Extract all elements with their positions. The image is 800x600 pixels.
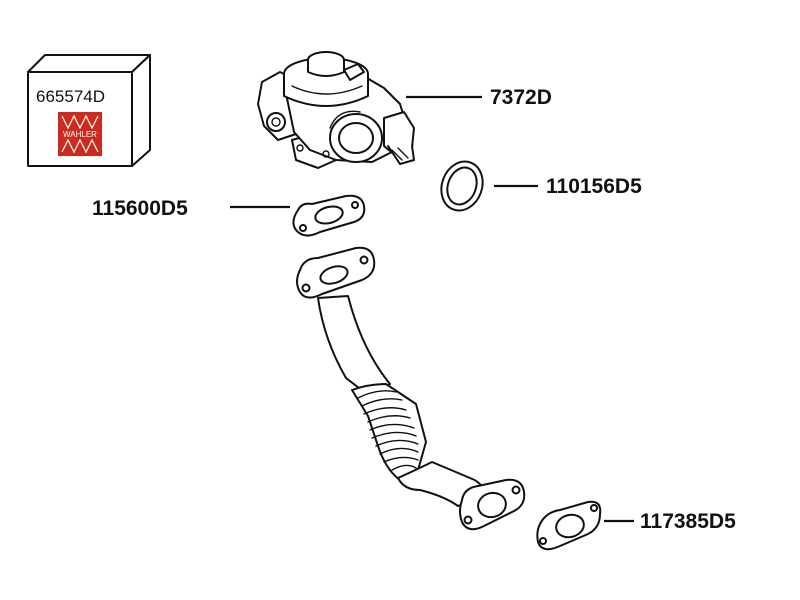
egr-valve — [257, 51, 415, 169]
egr-pipe — [296, 246, 526, 531]
part-number-valve: 7372D — [490, 86, 552, 109]
part-number-valve-gasket: 110156D5 — [546, 175, 642, 198]
part-number-lower-gasket: 117385D5 — [640, 510, 736, 533]
lower-flange-gasket — [536, 500, 602, 551]
o-ring-gasket — [440, 160, 484, 212]
wahler-logo: WAHLER — [58, 112, 102, 156]
upper-flange-gasket — [292, 194, 366, 237]
kit-box: 665574D WAHLER — [27, 54, 151, 167]
brand-logo-text: WAHLER — [63, 130, 97, 139]
kit-number: 665574D — [36, 87, 105, 106]
part-number-upper-gasket: 115600D5 — [92, 197, 188, 220]
